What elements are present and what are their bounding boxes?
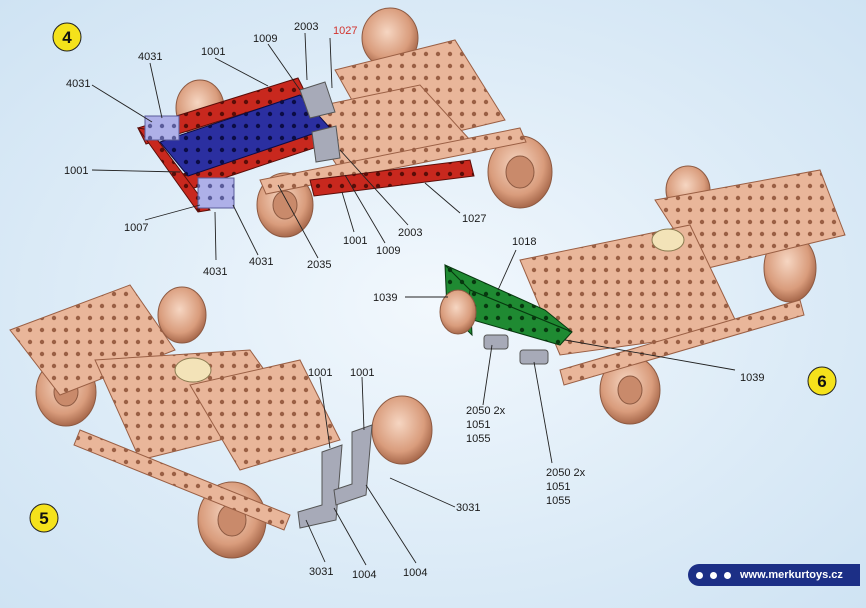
silver-bracket bbox=[311, 125, 341, 163]
lilac-bracket bbox=[197, 177, 235, 209]
part-label: 2003 bbox=[398, 227, 422, 239]
axle-rod bbox=[483, 334, 509, 350]
part-label: 1009 bbox=[253, 33, 277, 45]
silver-bracket bbox=[299, 81, 336, 119]
part-label: 1004 bbox=[352, 569, 376, 581]
bullet-icon bbox=[710, 571, 717, 579]
part-label: 1001 bbox=[350, 367, 374, 379]
step-4-number: 4 bbox=[62, 28, 72, 47]
part-label: 2035 bbox=[307, 259, 331, 271]
wheel bbox=[371, 395, 433, 465]
part-label: 4031 bbox=[203, 266, 227, 278]
step-6-illustration bbox=[439, 165, 846, 425]
chassis-strip bbox=[559, 299, 805, 386]
part-label: 1001 bbox=[201, 46, 225, 58]
part-label: 2050 2x bbox=[466, 405, 506, 417]
wheel bbox=[439, 289, 477, 335]
part-label: 1051 bbox=[546, 481, 570, 493]
part-label: 4031 bbox=[249, 256, 273, 268]
step-6-badge bbox=[807, 366, 837, 396]
red-strip bbox=[309, 159, 475, 197]
step-5-illustration bbox=[9, 284, 433, 559]
step-6-callouts bbox=[405, 249, 736, 464]
part-label: 1004 bbox=[403, 567, 427, 579]
step-5-callouts bbox=[305, 376, 456, 566]
bullet-icon bbox=[696, 571, 703, 579]
part-label: 1001 bbox=[343, 235, 367, 247]
part-label: 2003 bbox=[294, 21, 318, 33]
step-5-number: 5 bbox=[39, 509, 48, 528]
part-label: 1039 bbox=[740, 372, 764, 384]
silver-bracket bbox=[333, 424, 373, 506]
part-label: 3031 bbox=[456, 502, 480, 514]
lilac-bracket bbox=[144, 115, 180, 141]
part-label: 4031 bbox=[138, 51, 162, 63]
part-label: 1051 bbox=[466, 419, 490, 431]
part-label: 1027 bbox=[333, 25, 357, 37]
footer-bar: www.merkurtoys.cz bbox=[688, 564, 860, 586]
bullet-icon bbox=[724, 571, 731, 579]
part-label: 1001 bbox=[308, 367, 332, 379]
part-label: 1001 bbox=[64, 165, 88, 177]
axle-rod bbox=[519, 349, 549, 365]
part-label: 1018 bbox=[512, 236, 536, 248]
silver-bracket bbox=[297, 444, 343, 529]
part-label: 4031 bbox=[66, 78, 90, 90]
step-4-badge bbox=[52, 22, 82, 52]
step-4-illustration bbox=[136, 7, 553, 238]
step-6-number: 6 bbox=[817, 372, 826, 391]
part-label: 1039 bbox=[373, 292, 397, 304]
part-label: 3031 bbox=[309, 566, 333, 578]
chassis-plate bbox=[189, 359, 341, 471]
part-label: 1055 bbox=[546, 495, 570, 507]
website-link[interactable]: www.merkurtoys.cz bbox=[740, 569, 843, 581]
part-label: 1007 bbox=[124, 222, 148, 234]
chassis-plate bbox=[9, 284, 176, 396]
step-4-callouts bbox=[91, 32, 461, 261]
part-label: 1055 bbox=[466, 433, 490, 445]
step-5-badge bbox=[29, 503, 59, 533]
chassis-strip bbox=[73, 429, 291, 531]
part-label: 1027 bbox=[462, 213, 486, 225]
part-label: 1009 bbox=[376, 245, 400, 257]
wheel bbox=[157, 286, 207, 344]
part-label: 2050 2x bbox=[546, 467, 586, 479]
